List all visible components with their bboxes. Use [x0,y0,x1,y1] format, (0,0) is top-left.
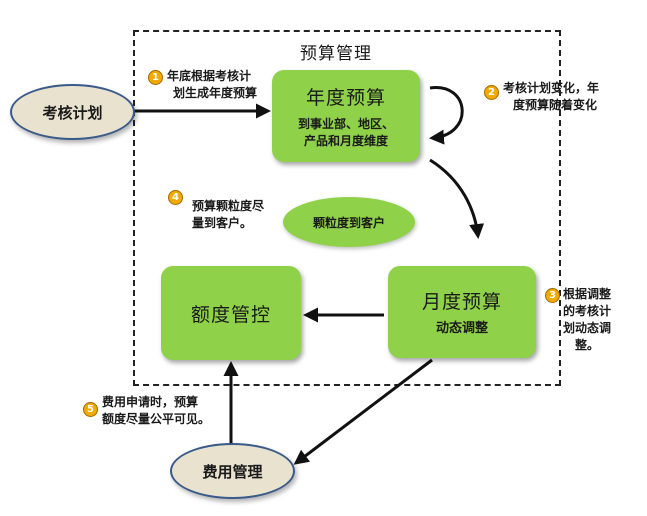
annual-budget-sub-line: 到事业部、地区、 [297,116,394,131]
arrow-annual-self-loop [429,86,464,145]
granularity-label: 颗粒度到客户 [312,215,385,230]
note-5-line: 费用申请时，预算 [102,395,199,409]
annual-budget-title: 年度预算 [305,86,386,109]
step-badge-1: 1 [148,70,163,85]
note-2: 考核计划变化，年 度预算随着变化 [503,80,599,114]
expense-node-label: 费用管理 [202,462,263,481]
quota-control-title: 额度管控 [190,303,271,326]
quota-control-box: 额度管控 [161,266,301,360]
plan-node-label: 考核计划 [42,103,103,122]
note-1-line: 年底根据考核计 [167,69,252,83]
note-5-line: 额度尽量公平可见。 [102,412,211,426]
frame-title: 预算管理 [300,44,372,64]
note-1-line: 划生成年度预算 [173,86,258,100]
step-badge-2: 2 [484,85,499,100]
monthly-budget-title: 月度预算 [421,291,502,313]
note-1: 年底根据考核计 划生成年度预算 [167,68,257,102]
note-3-line: 根据调整 [563,287,612,301]
arrow-annual-to-monthly [429,158,485,239]
note-3-line: 的考核计 [563,304,612,318]
granularity-node: 颗粒度到客户 [283,197,415,247]
annual-budget-sub-line: 产品和月度维度 [303,133,388,148]
annual-budget-box: 年度预算 到事业部、地区、 产品和月度维度 [272,70,420,162]
step-badge-3: 3 [545,288,560,303]
plan-node: 考核计划 [10,84,135,140]
note-5: 费用申请时，预算 额度尽量公平可见。 [102,394,210,428]
monthly-budget-box: 月度预算 动态调整 [388,266,536,358]
expense-node: 费用管理 [170,443,295,499]
monthly-budget-sub: 动态调整 [435,321,488,336]
note-2-line: 考核计划变化，年 [503,81,600,95]
note-4: 预算颗粒度尽 量到客户。 [192,198,264,232]
budget-management-frame [133,30,561,386]
note-2-line: 度预算随着变化 [513,98,598,112]
arrow-monthly-to-expense [293,358,433,465]
step-badge-4: 4 [168,190,183,205]
note-3-line: 整。 [575,338,600,352]
note-4-line: 预算颗粒度尽 [192,199,265,213]
step-badge-5: 5 [83,402,98,417]
note-4-line: 量到客户。 [192,216,253,230]
note-3: 根据调整 的考核计 划动态调 整。 [563,286,611,354]
note-3-line: 划动态调 [563,321,612,335]
